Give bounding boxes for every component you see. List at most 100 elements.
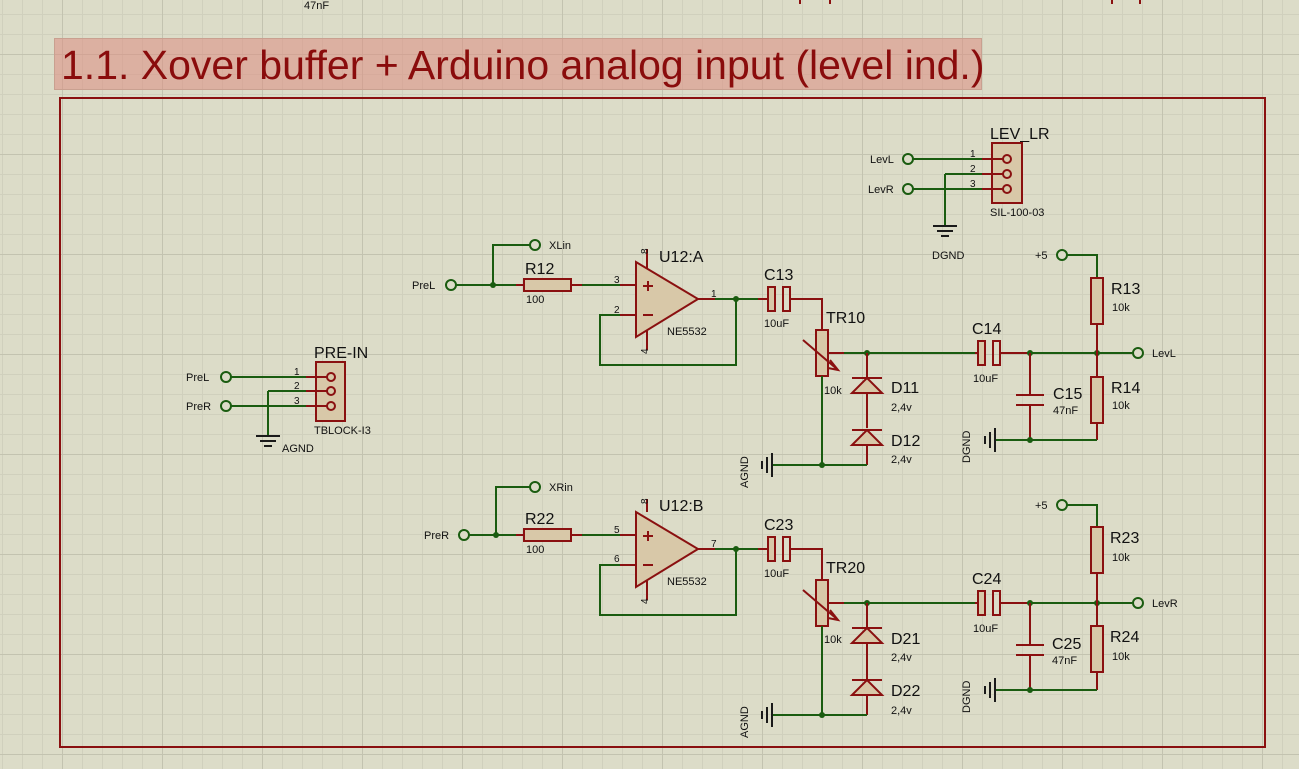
junction-dot [819,712,825,718]
diode-d11[interactable] [849,376,885,394]
net-label: XLin [549,240,571,252]
connector-lev-lr[interactable]: LEV_LR SIL-100-03 1 2 3 [970,126,1050,219]
ground-icon [256,435,280,447]
resistor-value: 10k [1112,552,1130,564]
sheet-title: 1.1. Xover buffer + Arduino analog input… [61,42,985,88]
diode-d12[interactable] [849,428,885,446]
pin-number: 1 [711,289,717,300]
connector-type: SIL-100-03 [990,207,1044,219]
capacitor-c15[interactable] [1016,353,1044,440]
opamp-leads [620,249,715,350]
input-wires [456,244,620,286]
connector-pre-in[interactable]: PRE-IN TBLOCK-I3 1 2 3 [294,345,371,437]
terminal-levl[interactable] [902,153,914,165]
capacitor-c23[interactable] [767,536,776,562]
terminal-vcc[interactable] [1056,249,1068,261]
resistor-value: 100 [526,294,544,306]
vcc-wire [1067,254,1098,278]
opamp-u12a[interactable] [635,260,700,339]
ground-label: DGND [961,681,973,713]
connector-ref: PRE-IN [314,345,368,362]
net-label: LevL [870,154,894,166]
pin-number: 2 [970,164,976,175]
ground-label: AGND [739,706,751,738]
capacitor-c14[interactable] [977,340,986,366]
resistor-ref: R14 [1111,380,1140,397]
potentiometer-value: 10k [824,385,842,397]
lev-lr-wires [913,158,982,226]
terminal-output[interactable] [1132,347,1144,359]
resistor-ref: R24 [1110,629,1139,646]
pin-number: 4 [640,348,651,354]
pin-number: 2 [614,305,620,316]
opamp-type: NE5532 [667,576,707,588]
diode-value: 2,4v [891,402,912,414]
opamp-ref: U12:A [659,249,704,266]
net-label: PreL [412,280,435,292]
pin-number: 6 [614,554,620,565]
terminal-output[interactable] [1132,597,1144,609]
pin-number: 3 [614,275,620,286]
pin-number: 3 [970,179,976,190]
capacitor-value: 47nF [1053,405,1078,417]
capacitor-ref: C15 [1053,386,1082,403]
pin-number: 1 [970,149,976,160]
resistor-value: 10k [1112,400,1130,412]
pin-number: 1 [294,367,300,378]
resistor-r23[interactable] [1090,526,1104,574]
pin-number: 3 [294,396,300,407]
resistor-r13[interactable] [1090,277,1104,325]
channel-right: PreR XRin R22 100 U12:B NE5532 5 6 7 8 4… [424,481,1178,738]
terminal-prel[interactable] [220,371,232,383]
vcc-label: +5 [1035,250,1048,262]
terminal-vcc[interactable] [1056,499,1068,511]
terminal-input[interactable] [445,279,457,291]
input-wires [469,486,620,536]
junction-dot [1027,437,1033,443]
capacitor-c24[interactable] [977,590,986,616]
diode-d22[interactable] [849,678,885,696]
terminal-input[interactable] [458,529,470,541]
terminal-xrin[interactable] [529,481,541,493]
diode-ref: D11 [891,380,919,397]
diode-d21[interactable] [849,626,885,644]
resistor-r12[interactable] [523,278,572,292]
resistor-ref: R23 [1110,530,1139,547]
opamp-u12b[interactable] [635,510,700,589]
connector-ref: LEV_LR [990,126,1050,143]
capacitor-value: 10uF [764,568,789,580]
terminal-levr[interactable] [902,183,914,195]
terminal-prer[interactable] [220,400,232,412]
diode-ref: D21 [891,631,920,648]
capacitor-leads [758,548,823,580]
terminal-xlin[interactable] [529,239,541,251]
net-label: PreR [424,530,449,542]
capacitor-c13[interactable] [767,286,776,312]
capacitor-c25[interactable] [1016,603,1044,690]
resistor-ref: R12 [525,261,554,278]
junction-dot [1027,687,1033,693]
resistor-r22[interactable] [523,528,572,542]
capacitor-value: 10uF [764,318,789,330]
net-label: LevL [1152,348,1176,360]
vcc-wire [1067,504,1098,527]
opamp-polarity-marks [643,531,653,566]
capacitor-ref: C24 [972,571,1001,588]
net-label: XRin [549,482,573,494]
capacitor-value: 47nF [1052,655,1077,667]
resistor-r24[interactable] [1090,625,1104,673]
top-fragment-label: 47nF [304,0,329,12]
junction-dot [733,546,739,552]
connector-leads [982,158,1003,190]
opamp-polarity-marks [643,281,653,316]
potentiometer-arrow [802,339,841,372]
junction-dot [493,532,499,538]
capacitor-ref: C14 [972,321,1001,338]
resistor-value: 100 [526,544,544,556]
resistor-value: 10k [1112,302,1130,314]
resistor-r14[interactable] [1090,376,1104,424]
channel-left: PreL XLin R12 100 U12:A NE5532 3 2 1 8 4… [412,239,1176,488]
diode-value: 2,4v [891,652,912,664]
